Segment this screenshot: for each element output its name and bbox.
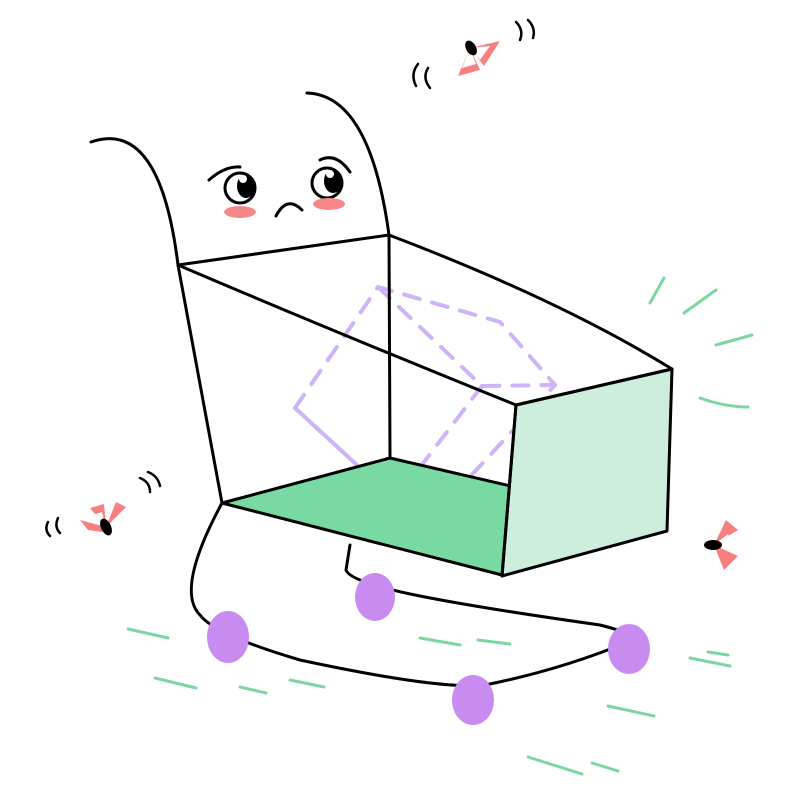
fly-icon (412, 18, 536, 90)
left-cheek (224, 206, 256, 218)
cart-front-panel (500, 367, 674, 578)
cart-face-icon (207, 156, 352, 218)
wheels (207, 573, 650, 725)
left-eyebrow (207, 165, 242, 182)
motion-lines-icon (126, 276, 754, 776)
frown-mouth (274, 202, 304, 218)
wheel-back-right (608, 624, 650, 674)
fly-icon (45, 470, 162, 538)
wheel-front-right (452, 675, 494, 725)
fly-icon (704, 520, 738, 570)
cart-frame (89, 91, 674, 688)
right-eyebrow (318, 156, 352, 174)
wheel-back-left (355, 573, 395, 621)
right-cheek (313, 198, 345, 210)
wheel-front-left (207, 611, 249, 663)
cart-floor (220, 456, 517, 577)
